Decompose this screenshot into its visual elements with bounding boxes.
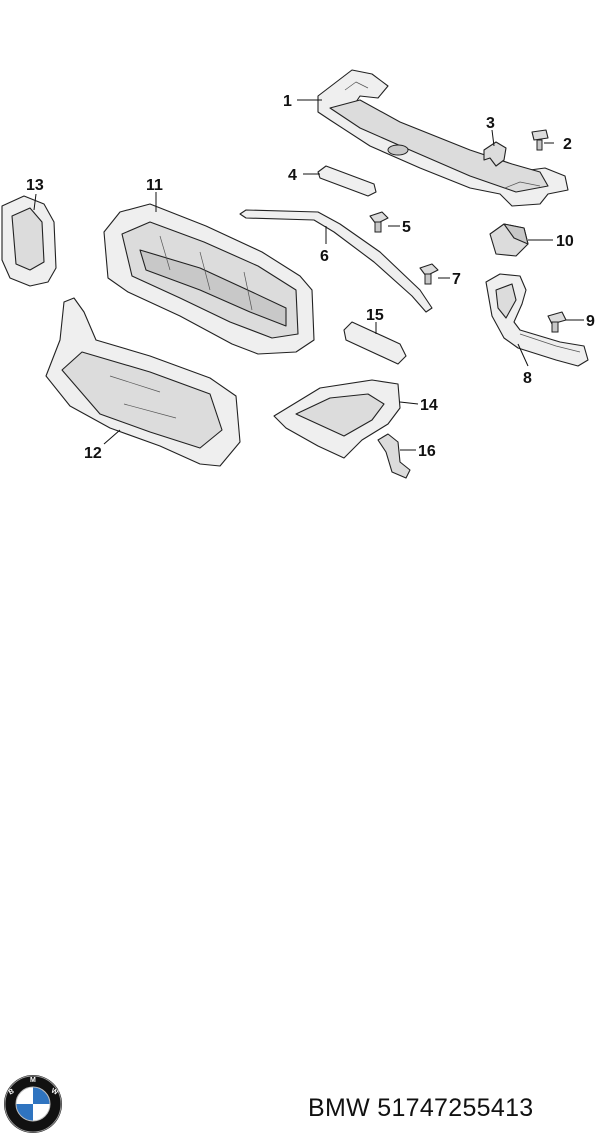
part-4-strip	[317, 165, 377, 197]
part-12-deflector	[45, 297, 241, 467]
part-caption: BMW 51747255413	[308, 1094, 534, 1122]
part-9-screw	[547, 311, 567, 333]
svg-text:M: M	[30, 1077, 36, 1084]
part-1-upper-carrier	[317, 69, 569, 207]
callout-6: 6	[320, 248, 329, 265]
callout-labels: 1 2 3 4 5 6 7 8 9 10 11 12 13 14 15 16	[26, 93, 595, 462]
callout-2: 2	[563, 136, 572, 153]
part-16-bracket	[377, 433, 411, 479]
bmw-logo-icon: B M W	[4, 1075, 62, 1133]
part-7-clip	[419, 263, 439, 285]
part-8-side-bracket	[485, 273, 589, 367]
parts-diagram: 1 2 3 4 5 6 7 8 9 10 11 12 13 14 15 16	[1, 69, 595, 479]
part-5-clip	[369, 211, 389, 233]
part-11-frame	[103, 203, 315, 355]
part-15-strip	[343, 321, 407, 365]
callout-7: 7	[452, 271, 461, 288]
callout-8: 8	[523, 370, 532, 387]
callout-15: 15	[366, 307, 384, 324]
callout-11: 11	[146, 177, 163, 194]
callout-12: 12	[84, 445, 102, 462]
callout-3: 3	[486, 115, 495, 132]
part-13-side-duct	[1, 195, 57, 287]
part-6-stay	[239, 209, 433, 313]
callout-10: 10	[556, 233, 574, 250]
footer: B M W BMW 51747255413	[0, 536, 600, 1133]
part-14-duct	[273, 379, 401, 459]
leader-lines	[33, 99, 584, 451]
part-3-bracket	[483, 141, 507, 167]
callout-13: 13	[26, 177, 44, 194]
callout-4: 4	[288, 167, 297, 184]
part-10-bracket	[489, 223, 529, 257]
callout-14: 14	[420, 397, 438, 414]
callout-16: 16	[418, 443, 436, 460]
callout-5: 5	[402, 219, 411, 236]
part-2-screw	[531, 129, 549, 151]
callout-9: 9	[586, 313, 595, 330]
callout-1: 1	[283, 93, 292, 110]
